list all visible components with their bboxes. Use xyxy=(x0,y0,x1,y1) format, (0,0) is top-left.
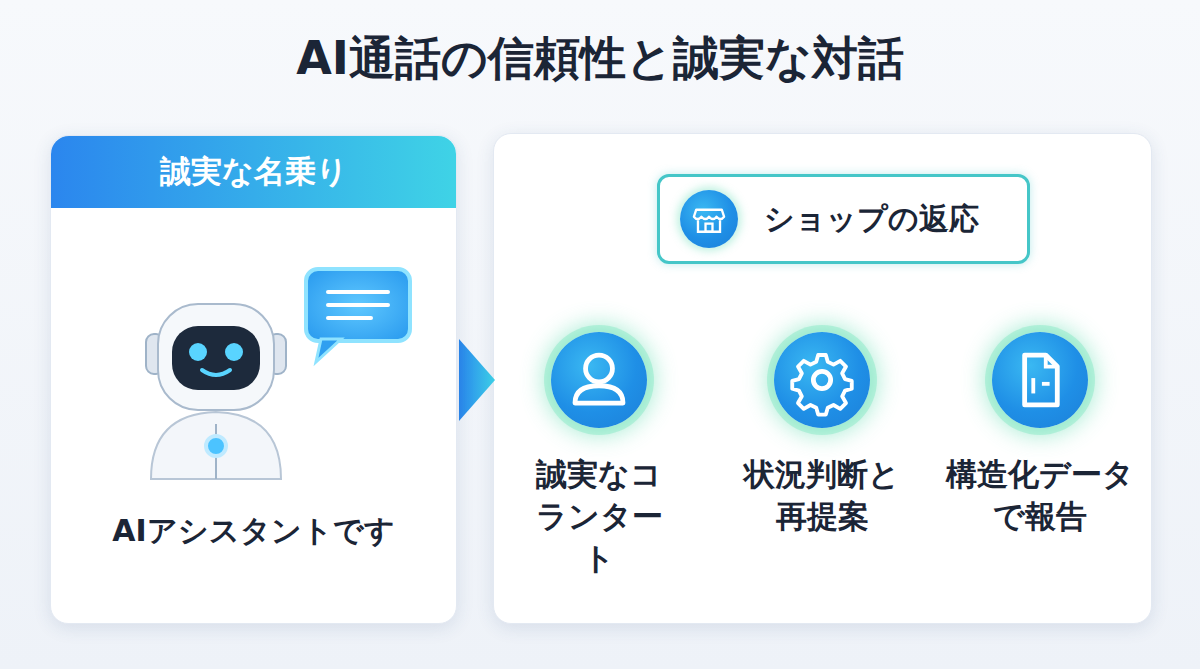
step-circle xyxy=(992,332,1088,428)
step-node: 誠実なコランタート xyxy=(551,332,647,588)
panel-heading: 誠実な名乗り xyxy=(160,151,348,193)
diagram-title: AI通話の信頼性と誠実な対話 xyxy=(0,28,1200,90)
step-label: 構造化データで報告 xyxy=(944,454,1136,538)
robot-illustration xyxy=(116,264,416,484)
response-box: ショップの返応 xyxy=(657,174,1030,264)
robot-speech-text: AIアシスタントです xyxy=(51,511,456,552)
intro-panel: 誠実な名乗り AIアシスタントです xyxy=(50,135,457,624)
shop-icon xyxy=(680,190,738,248)
box-label: ショップの返応 xyxy=(764,199,979,240)
step-label: 誠実なコランタート xyxy=(534,454,664,580)
step-node: 状況判断と再提案 xyxy=(774,332,870,588)
step-circle xyxy=(551,332,647,428)
panel-chevron xyxy=(455,335,500,425)
step-node: 構造化データで報告 xyxy=(992,332,1088,588)
step-label: 状況判断と再提案 xyxy=(741,454,902,538)
step-circle xyxy=(774,332,870,428)
panel-header-band: 誠実な名乗り xyxy=(51,136,456,208)
